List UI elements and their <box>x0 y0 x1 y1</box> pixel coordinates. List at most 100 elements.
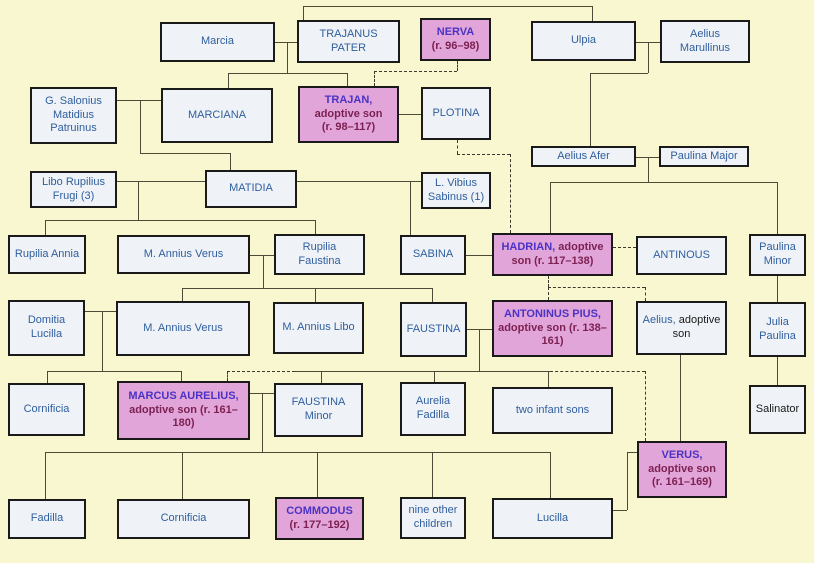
node-marcus-aurelius: MARCUS AURELIUS,adoptive son (r. 161–180… <box>117 381 250 440</box>
node-label-line: M. Annius Libo <box>282 321 354 335</box>
descent-line <box>117 181 205 182</box>
node-label-text: FAUSTINA <box>291 396 346 409</box>
descent-line <box>262 393 263 452</box>
node-m-annius-libo: M. Annius Libo <box>273 302 364 354</box>
node-label-text: M. Annius Verus <box>143 247 224 260</box>
node-label-text: two infant sons <box>515 403 590 416</box>
node-label-line: TRAJAN, <box>325 94 373 108</box>
node-label-text: Paulina Major <box>670 149 738 162</box>
node-label-text: Cornificia <box>160 512 207 525</box>
node-label-line: Aelius Afer <box>557 150 610 164</box>
node-label-line: MARCUS AURELIUS, <box>128 390 238 404</box>
descent-line <box>434 371 435 382</box>
adoption-dotted-line <box>548 276 549 287</box>
descent-line <box>47 371 48 383</box>
node-label-text: (r. 96–98) <box>431 39 480 52</box>
node-label-text: Fadilla <box>416 409 450 421</box>
node-label-text: Rupilia <box>302 240 337 253</box>
descent-line <box>648 42 649 73</box>
node-label-line: M. Annius Verus <box>143 322 223 336</box>
node-label-line: ANTONINUS PIUS, <box>504 308 601 322</box>
node-label-line: Cornificia <box>24 403 70 417</box>
node-label-text: Marcia <box>200 35 234 48</box>
adoption-dotted-line <box>510 154 511 233</box>
node-label-line: Ulpia <box>571 34 596 48</box>
node-faustina: FAUSTINA <box>400 302 467 357</box>
adoption-dotted-line <box>457 154 510 155</box>
descent-line <box>182 288 183 301</box>
node-label-line: Domitia <box>28 314 65 328</box>
node-label-text: Rupilia Annia <box>14 247 80 260</box>
descent-line <box>230 153 231 170</box>
node-label-text: MATIDIA <box>229 182 273 195</box>
adoption-dotted-line <box>457 140 458 154</box>
node-label-line: Faustina <box>298 255 340 269</box>
node-label-text: son <box>672 328 691 340</box>
node-label-text: Paulina <box>759 241 796 254</box>
node-label-line: two infant sons <box>516 404 589 418</box>
node-label-line: PLOTINA <box>432 107 479 121</box>
node-label-text: Frugi (3) <box>52 189 95 202</box>
descent-line <box>777 182 778 234</box>
node-label-line: VERUS, <box>662 449 703 463</box>
node-label-text: COMMODUS <box>286 504 353 517</box>
descent-line <box>627 452 628 510</box>
adoption-dotted-line <box>613 247 636 248</box>
node-label-text: NERVA <box>436 25 475 38</box>
descent-line <box>297 181 421 182</box>
node-label-line: Aelius, adoptive <box>643 314 721 328</box>
node-label-text: 161) <box>541 335 564 348</box>
descent-line <box>479 329 480 371</box>
descent-line <box>550 182 551 233</box>
node-label-text: Cornificia <box>23 402 70 415</box>
node-label-text: Aurelia <box>415 395 451 408</box>
descent-line <box>45 452 46 499</box>
node-label-line: (r. 177–192) <box>290 519 350 533</box>
node-label-text: PATER <box>330 41 367 54</box>
node-label-line: Matidius <box>53 109 94 123</box>
node-label-text: FAUSTINA <box>406 322 461 335</box>
descent-line <box>45 452 550 453</box>
descent-line <box>590 73 648 74</box>
node-label-line: Minor <box>305 410 333 424</box>
node-label-line: Sabinus (1) <box>428 191 484 205</box>
node-sabina: SABINA <box>400 235 466 275</box>
node-label-text: PLOTINA <box>432 106 480 119</box>
node-label-text: adoptive son <box>314 107 383 120</box>
node-label-text: MARCIANA <box>187 108 247 121</box>
node-m-annius-verus-1: M. Annius Verus <box>117 235 250 274</box>
node-two-infant-sons: two infant sons <box>492 387 613 434</box>
node-label-text: SABINA <box>412 248 454 261</box>
node-label-text: Minor <box>304 410 333 422</box>
node-label-line: 180) <box>172 417 194 431</box>
node-label-line: Paulina <box>759 330 796 344</box>
node-label-line: HADRIAN, adoptive <box>501 241 603 255</box>
adoption-dotted-line <box>548 287 549 300</box>
node-label-line: G. Salonius <box>45 95 102 109</box>
node-label-line: Frugi (3) <box>53 190 95 204</box>
node-label-line: Salinator <box>756 403 799 417</box>
node-label-text: Fadilla <box>30 512 64 525</box>
node-label-line: Rupilia Annia <box>15 248 79 262</box>
node-label-text: Libo Rupilius <box>42 175 105 188</box>
node-lucilla: Lucilla <box>492 498 613 539</box>
descent-line <box>117 100 161 101</box>
descent-line <box>303 6 304 20</box>
node-label-line: adoptive son <box>648 463 716 477</box>
node-label-text: nine other <box>408 504 458 517</box>
node-label-text: G. Salonius <box>45 94 102 107</box>
adoption-dotted-line <box>645 371 646 441</box>
node-label-text: adoptive son (r. 161– <box>129 403 238 416</box>
node-label-text: son (r. 117–138) <box>511 254 594 267</box>
node-label-line: Cornificia <box>161 512 207 526</box>
node-label-line: SABINA <box>413 248 453 262</box>
node-label-text: (r. 177–192) <box>289 518 350 531</box>
